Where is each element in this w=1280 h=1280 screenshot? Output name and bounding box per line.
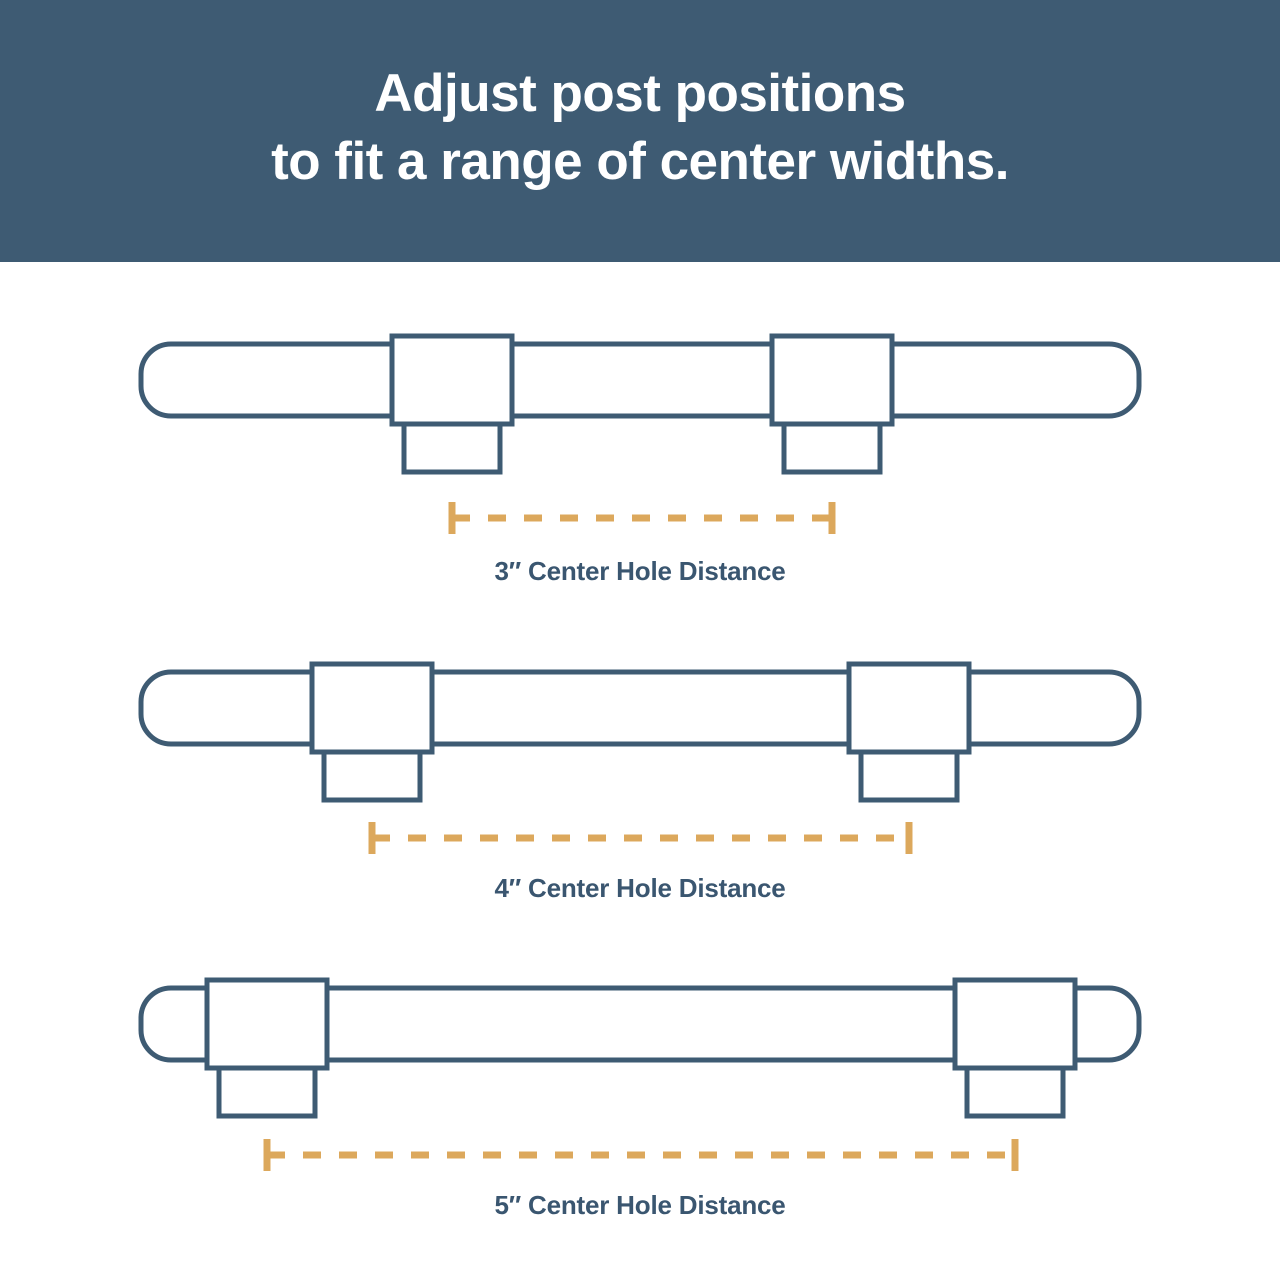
diagram-4-inch-post-right-block xyxy=(846,661,972,755)
diagram-3-inch-post-left-foot xyxy=(401,421,503,475)
diagram-5-inch-bar xyxy=(138,985,1142,1063)
diagram-4-inch-post-left-foot xyxy=(321,749,423,803)
diagram-3-inch-bar xyxy=(138,341,1142,419)
diagram-5-inch-post-left-foot xyxy=(216,1065,318,1119)
diagram-3-inch-post-right-block xyxy=(769,333,895,427)
diagram-3-inch-post-left-block xyxy=(389,333,515,427)
caption-5-inch: 5″ Center Hole Distance xyxy=(494,1190,786,1220)
diagram-4-inch-bar xyxy=(138,669,1142,747)
header-title-line-2: to fit a range of center widths. xyxy=(271,132,1009,191)
diagram-5-inch-post-right-foot xyxy=(964,1065,1066,1119)
header-banner: Adjust post positions to fit a range of … xyxy=(0,0,1280,262)
caption-4-inch: 4″ Center Hole Distance xyxy=(494,873,786,903)
diagram-5-inch-post-right-block xyxy=(952,977,1078,1071)
header-title-line-1: Adjust post positions xyxy=(374,64,906,123)
diagram-5-inch-post-left-block xyxy=(204,977,330,1071)
diagram-4-inch-post-left-block xyxy=(309,661,435,755)
caption-3-inch: 3″ Center Hole Distance xyxy=(494,556,786,586)
diagram-4-inch-post-right-foot xyxy=(858,749,960,803)
diagram-3-inch-post-right-foot xyxy=(781,421,883,475)
